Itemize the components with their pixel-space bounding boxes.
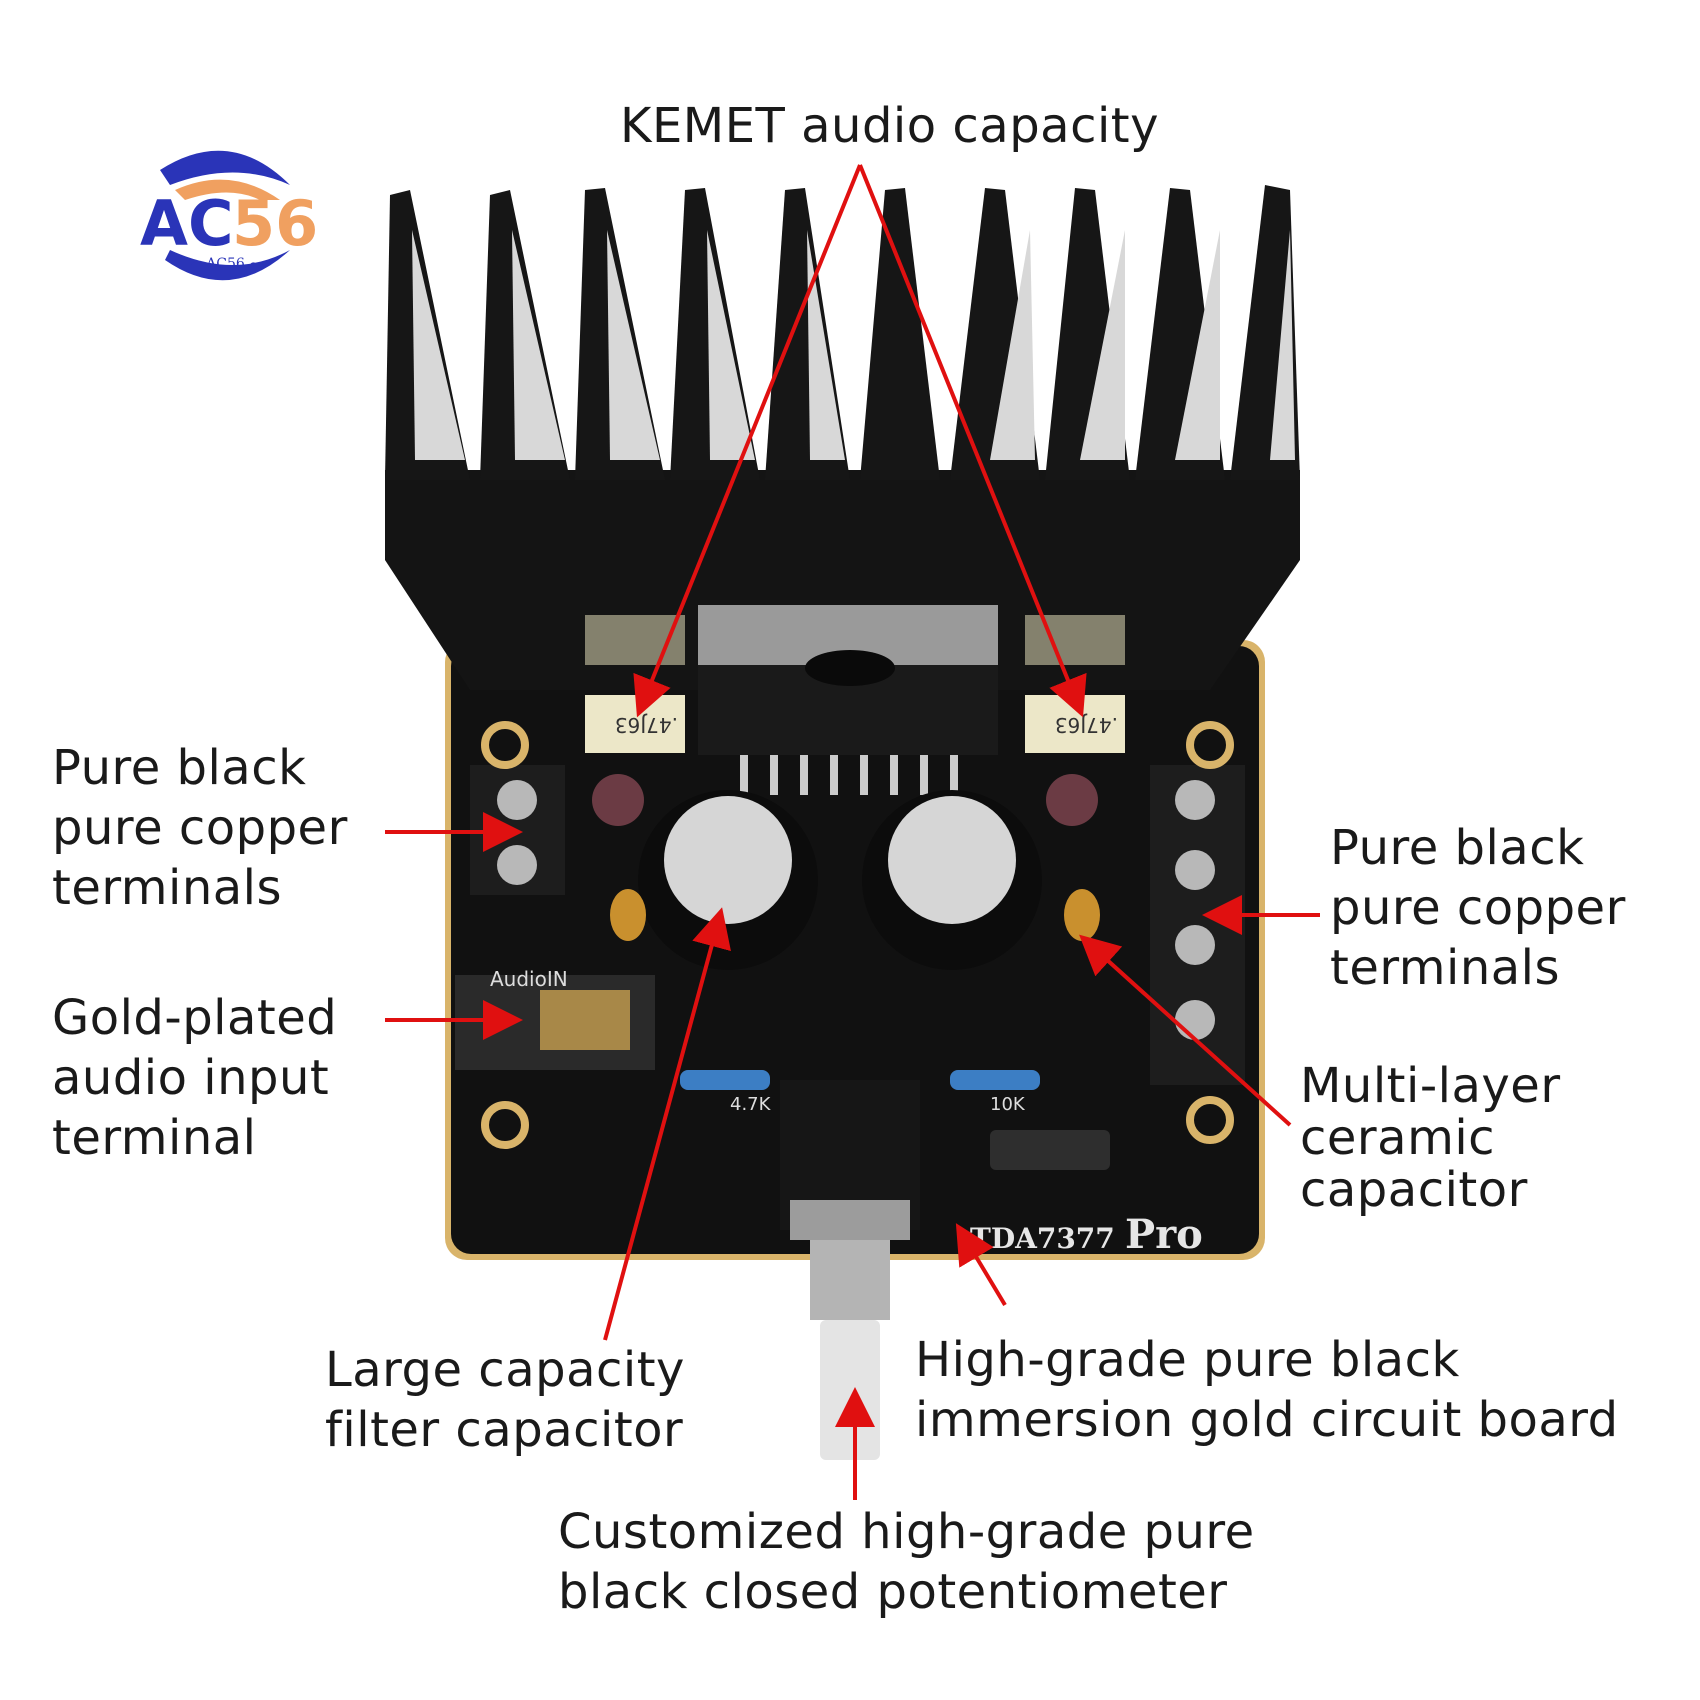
callout-potentiometer-line-2: black closed potentiometer <box>558 1564 1228 1620</box>
callout-left-terminals: Pure black pure copper terminals <box>52 738 348 918</box>
callout-right-terminals-line-1: Pure black <box>1330 820 1585 876</box>
callout-potentiometer-line-1: Customized high-grade pure <box>558 1504 1255 1560</box>
arrow-kemet-left <box>633 164 862 718</box>
logo-text-ac: AC <box>140 187 233 260</box>
model-silkscreen-suffix: Pro <box>1125 1211 1203 1258</box>
callout-mlcc-line-2: ceramic <box>1300 1110 1496 1166</box>
callout-left-terminals-line-1: Pure black <box>52 740 307 796</box>
logo-text-56: 56 <box>232 187 318 260</box>
small-cap-right <box>1046 774 1098 826</box>
callout-right-terminals-line-2: pure copper <box>1330 880 1626 936</box>
mounting-holes <box>481 721 1234 1149</box>
arrow-filter-cap <box>603 907 731 1341</box>
arrow-mlcc <box>1079 934 1292 1127</box>
callout-left-terminals-line-2: pure copper <box>52 800 348 856</box>
model-silkscreen: TDA7377 <box>970 1222 1115 1255</box>
callout-pcb-line-1: High-grade pure black <box>915 1332 1460 1388</box>
callout-audio-input: Gold-plated audio input terminal <box>52 988 337 1168</box>
heatsink-fin-highlights <box>412 230 1295 460</box>
ceramic-capacitor-right <box>1064 889 1100 941</box>
arrow-pcb <box>955 1223 1007 1307</box>
callout-audio-input-line-2: audio input <box>52 1050 330 1106</box>
callout-right-terminals: Pure black pure copper terminals <box>1330 818 1626 998</box>
kemet-capacitor-right-code: .47J63 <box>1055 713 1118 737</box>
potentiometer-thread <box>810 1240 890 1320</box>
callout-mlcc-line-1: Multi-layer <box>1300 1058 1561 1114</box>
resistor-right-value: 10K <box>990 1094 1026 1115</box>
callout-left-terminals-line-3: terminals <box>52 860 283 916</box>
callout-pcb-line-2: immersion gold circuit board <box>915 1392 1619 1448</box>
logo-subtext: ~ AC56 ~ <box>190 256 261 272</box>
resistor-left <box>680 1070 770 1090</box>
resistor-left-value: 4.7K <box>730 1094 772 1115</box>
callout-pcb: High-grade pure black immersion gold cir… <box>915 1330 1619 1450</box>
diode <box>990 1130 1110 1170</box>
resistor-right <box>950 1070 1040 1090</box>
callout-potentiometer: Customized high-grade pure black closed … <box>558 1502 1255 1622</box>
logo-graphic: AC 56 ~ AC56 ~ <box>140 150 318 281</box>
callout-audio-input-line-3: terminal <box>52 1110 257 1166</box>
ic-pins <box>740 755 958 795</box>
audio-in-silkscreen: AudioIN <box>490 967 568 991</box>
callout-kemet: KEMET audio capacity <box>620 98 1160 154</box>
callout-audio-input-line-1: Gold-plated <box>52 990 338 1046</box>
callout-arrows <box>385 164 1320 1500</box>
small-cap-left <box>592 774 644 826</box>
callout-filter-cap: Large capacity filter capacitor <box>325 1340 685 1460</box>
brand-logo: AC 56 ~ AC56 ~ <box>140 130 320 310</box>
potentiometer-shaft <box>820 1320 880 1460</box>
arrow-kemet-right <box>858 164 1087 718</box>
kemet-capacitor-left-code: .47J63 <box>615 713 678 737</box>
ceramic-capacitor-left <box>610 889 646 941</box>
callout-filter-cap-line-1: Large capacity <box>325 1342 685 1398</box>
callout-right-terminals-line-3: terminals <box>1330 940 1561 996</box>
callout-filter-cap-line-2: filter capacitor <box>325 1402 684 1458</box>
callout-mlcc: Multi-layer ceramic capacitor <box>1300 1060 1561 1216</box>
callout-mlcc-line-3: capacitor <box>1300 1162 1528 1218</box>
